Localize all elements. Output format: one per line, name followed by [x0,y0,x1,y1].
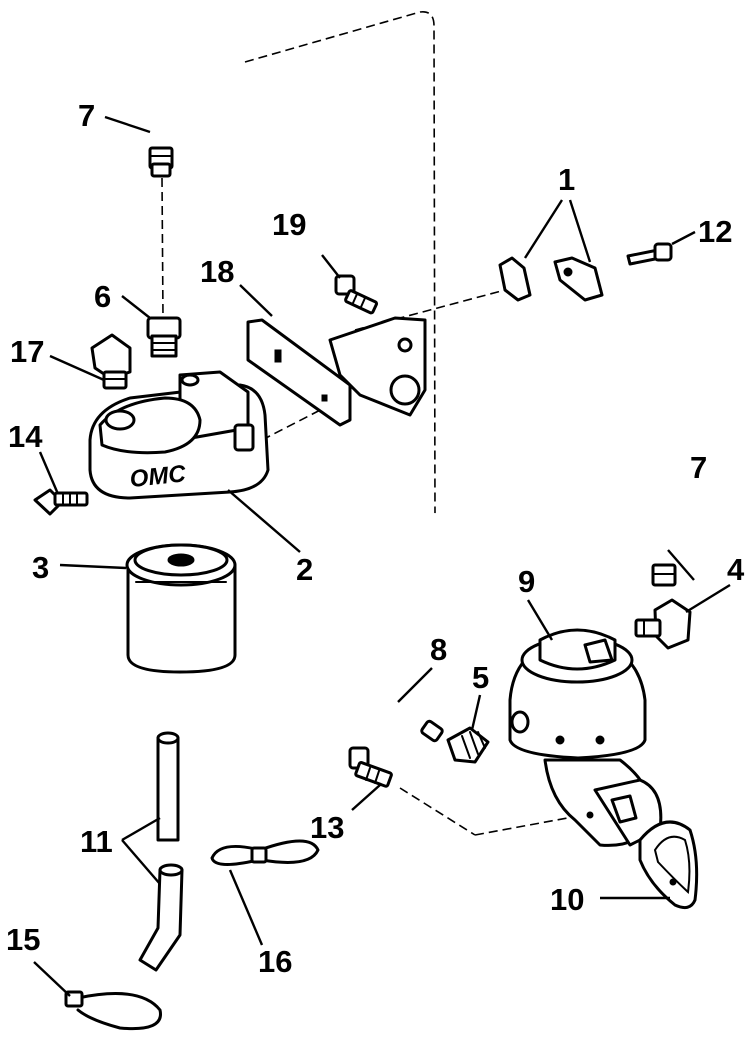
hose-tie-strap [64,990,162,1031]
callout-2: 2 [296,552,313,587]
pump-elbow-fitting [634,598,692,650]
filter-head-bracket: OMC [88,370,270,500]
callout-17: 17 [10,334,44,369]
callout-numbers: 7 6 17 18 19 1 12 14 2 3 7 4 9 8 5 13 11… [6,98,745,979]
fuel-hose [342,652,444,743]
callout-11: 11 [80,824,113,859]
pump-gasket [638,820,699,910]
callout-7-lower: 7 [690,450,707,485]
callout-19: 19 [272,207,306,242]
fuel-line-lower [413,507,677,590]
mounting-bolt [33,488,89,516]
callout-13: 13 [310,810,344,845]
fuel-line-upper [148,66,242,178]
fuel-pump [508,628,663,847]
callout-8: 8 [430,632,447,667]
callout-16: 16 [258,944,292,979]
callout-9: 9 [518,564,535,599]
callout-10: 10 [550,882,584,917]
elbow-fitting [90,333,132,390]
leader-lines [33,115,731,997]
callout-18: 18 [200,254,234,289]
bracket-bolt [334,274,379,315]
callout-7-upper: 7 [78,98,95,133]
line-clamps [498,256,604,302]
hose-spring-clamp [446,726,490,764]
tie-strap [210,839,320,866]
fuel-fitting [146,316,182,358]
callout-4: 4 [727,552,745,587]
mounting-bracket [246,316,427,427]
clamp-screw [626,242,673,266]
callout-3: 3 [32,550,49,585]
callout-6: 6 [94,279,111,314]
callout-5: 5 [472,660,489,695]
callout-15: 15 [6,922,40,957]
fuel-filter [125,543,237,674]
callout-1: 1 [558,162,575,197]
pump-bolt [348,746,393,788]
fuel-hose-pieces [138,731,184,972]
brand-logo: OMC [128,460,187,493]
callout-14: 14 [8,419,43,454]
callout-12: 12 [698,214,732,249]
